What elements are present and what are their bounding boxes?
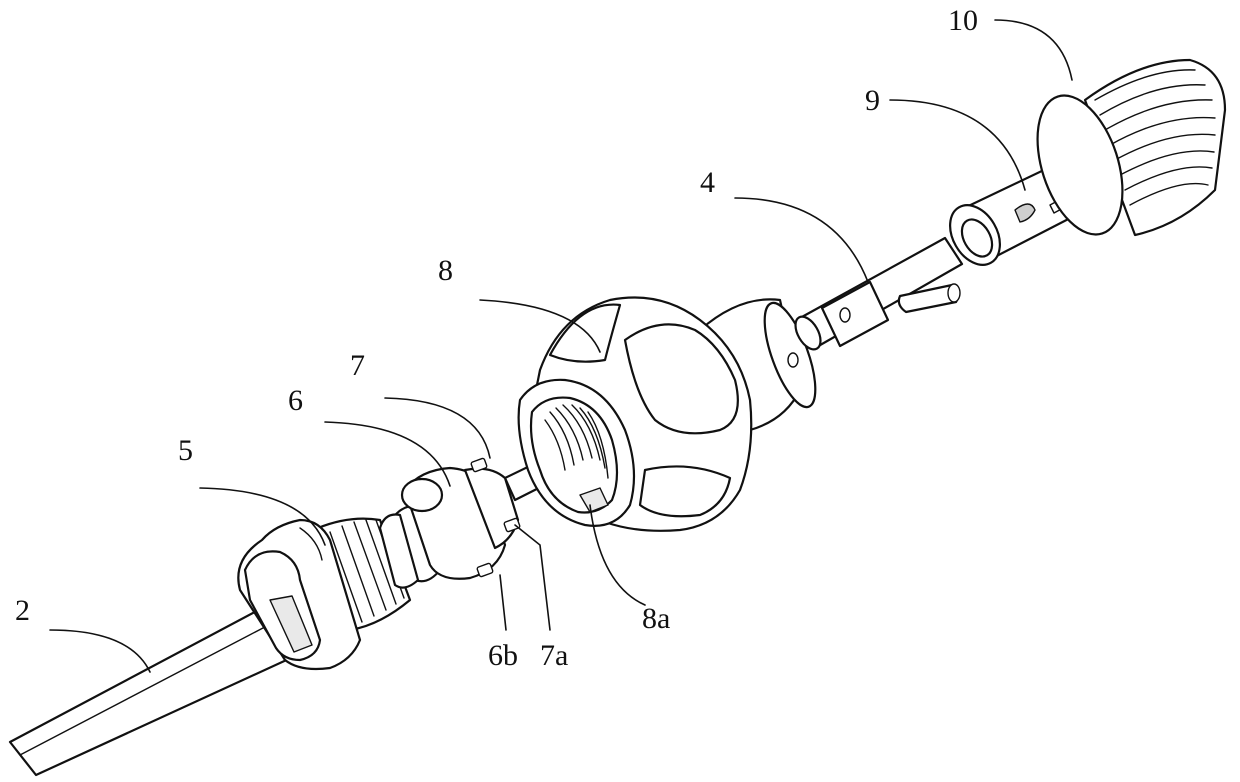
part-8-knob [519, 297, 826, 531]
label-8: 8 [438, 254, 453, 287]
label-7a: 7a [540, 639, 568, 672]
label-9: 9 [865, 84, 880, 117]
label-10: 10 [948, 4, 978, 37]
label-6: 6 [288, 384, 303, 417]
part-4-pin-shaft [788, 238, 962, 367]
label-5: 5 [178, 434, 193, 467]
label-2: 2 [15, 594, 30, 627]
label-6b: 6b [488, 639, 518, 672]
part-6-sleeve [380, 458, 520, 588]
label-4: 4 [700, 166, 715, 199]
label-7: 7 [350, 349, 365, 382]
label-8a: 8a [642, 602, 670, 635]
